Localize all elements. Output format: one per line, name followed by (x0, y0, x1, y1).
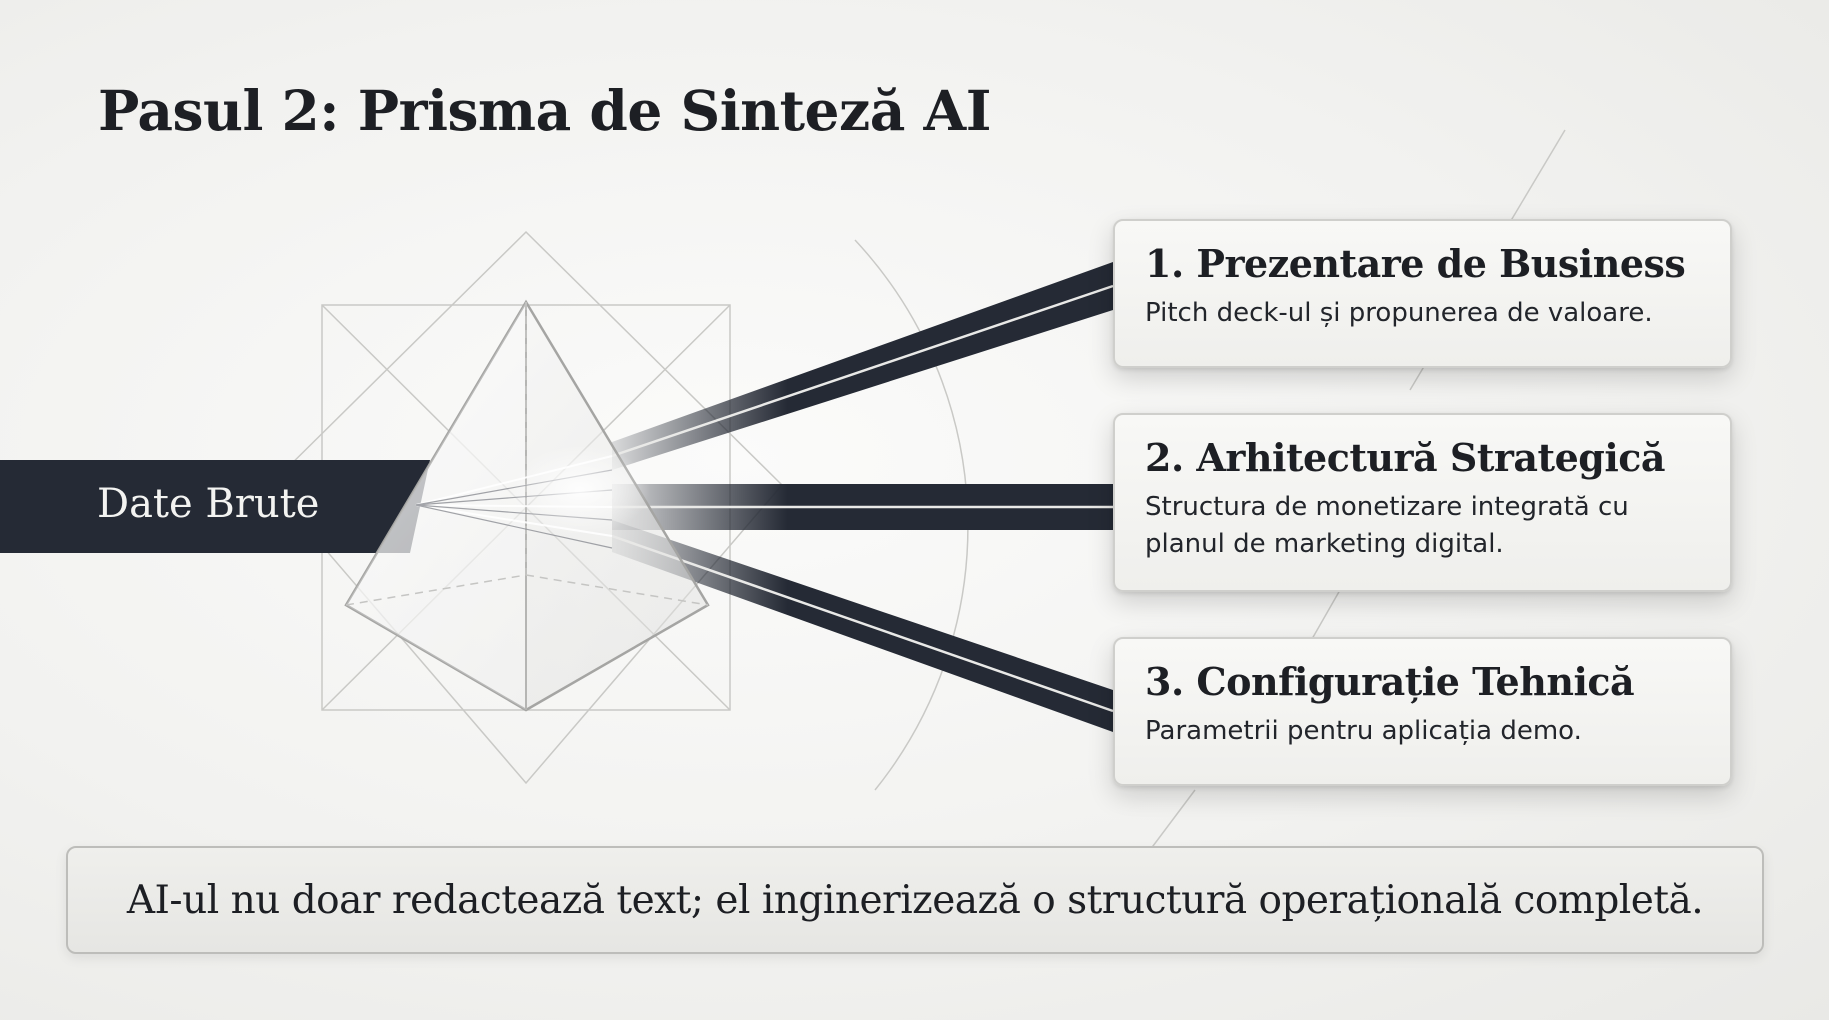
output-card-business: 1. Prezentare de Business Pitch deck-ul … (1113, 219, 1732, 368)
input-label: Date Brute (97, 481, 320, 527)
card-title: 1. Prezentare de Business (1145, 241, 1686, 286)
prism-icon (344, 299, 710, 712)
summary-banner: AI-ul nu doar redactează text; el ingine… (66, 846, 1764, 954)
output-card-strategy: 2. Arhitectură Strategică Structura de m… (1113, 413, 1732, 592)
card-description: Structura de monetizare integrată cu pla… (1145, 491, 1629, 559)
beam-technical (612, 520, 1113, 732)
card-description: Parametrii pentru aplicația demo. (1145, 715, 1582, 746)
output-card-technical: 3. Configurație Tehnică Parametrii pentr… (1113, 637, 1732, 786)
card-description: Pitch deck-ul și propunerea de valoare. (1145, 297, 1653, 328)
beam-business (612, 262, 1113, 470)
input-beam (0, 460, 430, 553)
card-title: 2. Arhitectură Strategică (1145, 435, 1666, 480)
summary-text: AI-ul nu doar redactează text; el ingine… (126, 877, 1704, 923)
slide-title: Pasul 2: Prisma de Sinteză AI (98, 78, 991, 143)
card-title: 3. Configurație Tehnică (1145, 659, 1635, 704)
output-beams (611, 262, 1114, 732)
